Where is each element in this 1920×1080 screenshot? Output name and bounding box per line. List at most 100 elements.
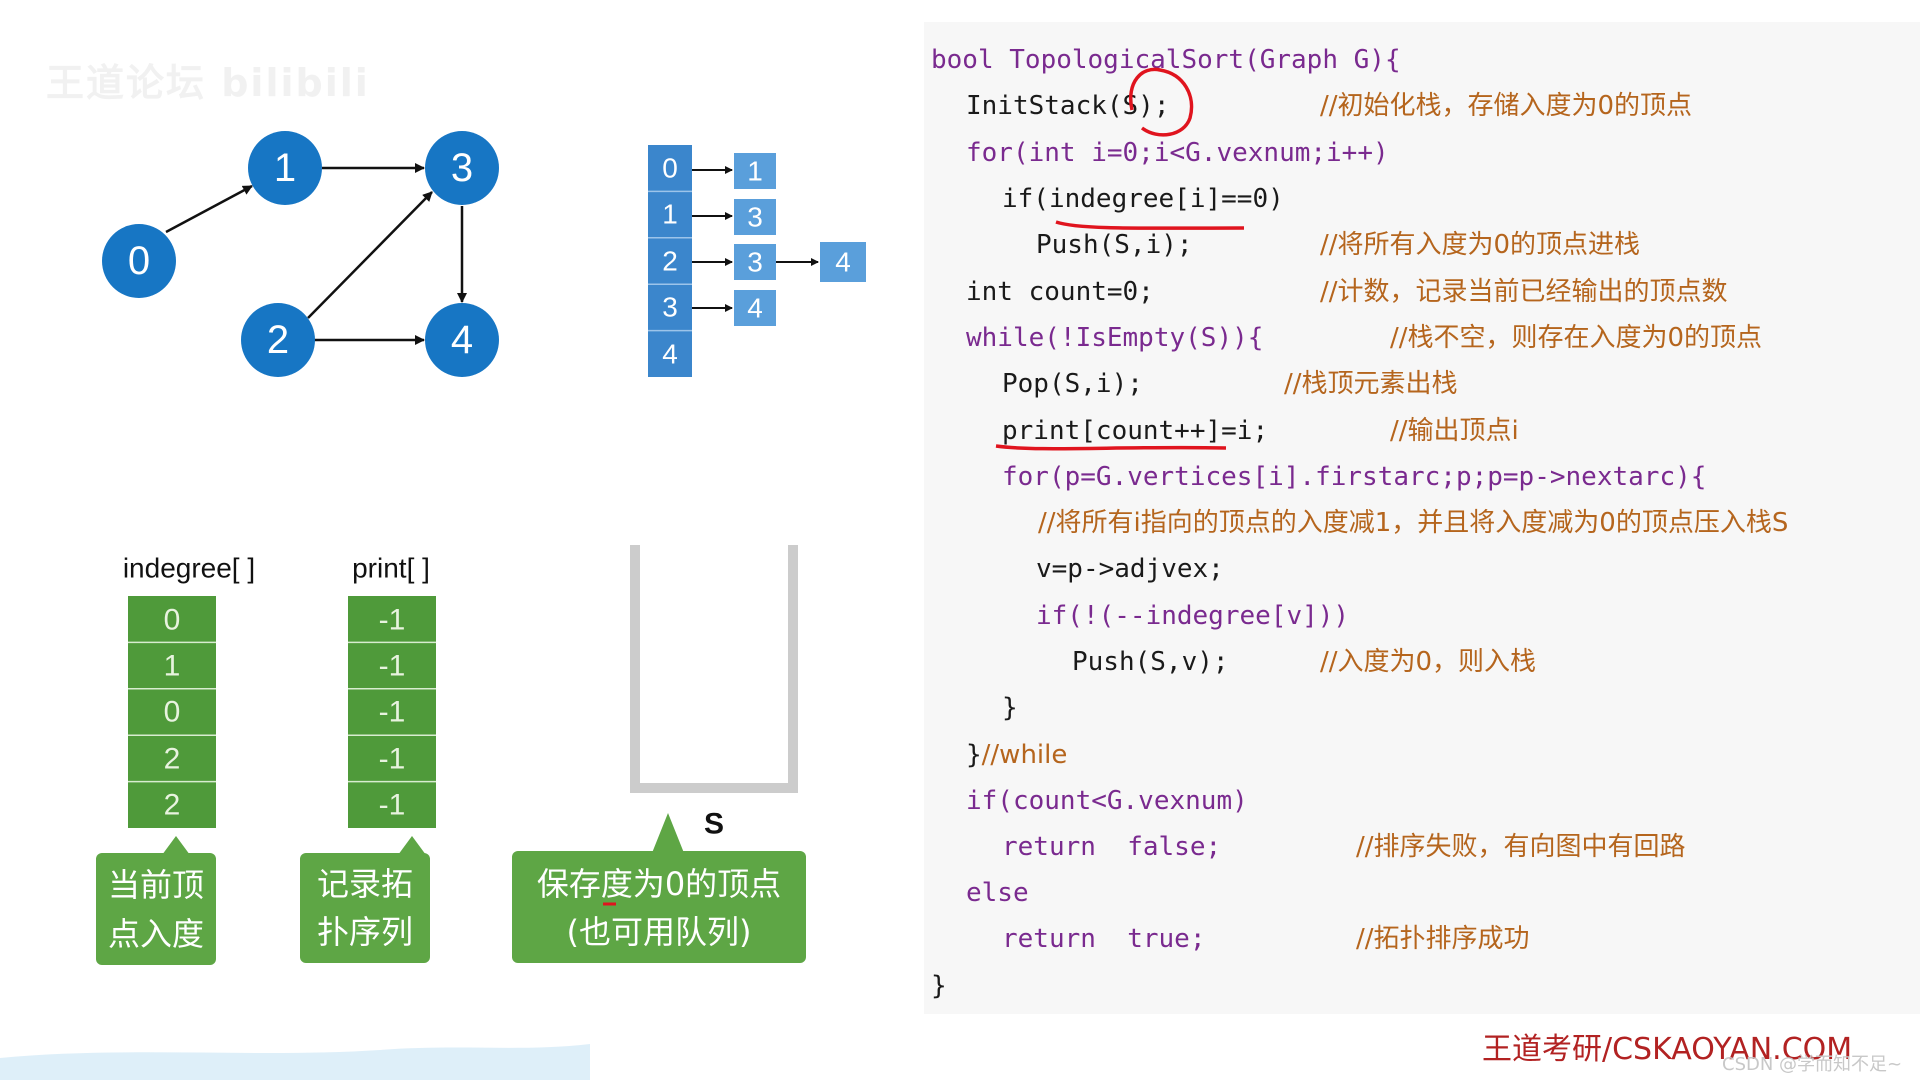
adj-head-2: 2 bbox=[662, 246, 678, 277]
graph-node-1: 1 bbox=[248, 131, 322, 205]
adj-node-0-1 bbox=[734, 153, 776, 189]
print-array: -1 -1 -1 -1 -1 bbox=[348, 596, 436, 828]
code-line-12: v=p->adjvex; bbox=[1036, 553, 1224, 585]
callout-indegree: 当前顶 点入度 bbox=[96, 836, 216, 965]
adj-node-1-3-label: 3 bbox=[747, 202, 763, 233]
adj-node-2-3-label: 3 bbox=[747, 247, 763, 278]
callout-print: 记录拓 扑序列 bbox=[300, 836, 430, 963]
code-line-21-text: } bbox=[931, 971, 947, 1001]
callout-indegree-line1: 当前顶 bbox=[108, 866, 204, 904]
code-line-20-code: return true; bbox=[1002, 924, 1206, 954]
code-line-2: InitStack(S); bbox=[966, 90, 1170, 122]
code-line-3: for(int i=0;i<G.vexnum;i++) bbox=[966, 137, 1389, 169]
adj-node-2-4-label: 4 bbox=[835, 247, 851, 278]
code-line-7: while(!IsEmpty(S)){ bbox=[966, 322, 1263, 354]
code-line-8: Pop(S,i); bbox=[1002, 368, 1143, 400]
adjacency-list: 0 1 2 3 4 1 3 3 4 4 bbox=[648, 145, 866, 377]
watermark-top: 王道论坛 bilibili bbox=[46, 61, 370, 105]
indegree-cell-2: 0 bbox=[164, 696, 181, 729]
code-line-14: Push(S,v); bbox=[1072, 646, 1229, 678]
code-line-17: if(count<G.vexnum) bbox=[966, 785, 1248, 817]
code-line-7-code: while(!IsEmpty(S)){ bbox=[966, 323, 1264, 353]
code-line-2-comment: //初始化栈，存储入度为0的顶点 bbox=[1320, 91, 1693, 121]
adj-node-0-1-label: 1 bbox=[747, 156, 763, 187]
indegree-cell-0: 0 bbox=[164, 604, 181, 637]
adj-node-2-4 bbox=[820, 242, 866, 282]
indegree-cell-4: 2 bbox=[164, 789, 181, 822]
adj-node-3-4 bbox=[734, 290, 776, 326]
indegree-cell-1: 1 bbox=[164, 650, 181, 683]
watermark-csdn: CSDN @学而知不足~ bbox=[1722, 1054, 1903, 1075]
callout-stack: 保存度为0的顶点 (也可用队列) bbox=[512, 813, 806, 963]
code-line-5-code: Push(S,i); bbox=[1036, 230, 1193, 260]
graph-node-3-label: 3 bbox=[451, 146, 473, 190]
code-line-16-comment: //while bbox=[981, 740, 1068, 770]
adj-head-1: 1 bbox=[662, 199, 678, 230]
bottom-smudge bbox=[0, 1044, 590, 1080]
code-line-14-comment: //入度为0，则入栈 bbox=[1320, 647, 1537, 677]
code-line-9-comment: //输出顶点i bbox=[1390, 416, 1519, 446]
code-line-15: } bbox=[1002, 692, 1018, 724]
stack-label: S bbox=[704, 808, 724, 841]
code-line-5: Push(S,i); bbox=[1036, 229, 1193, 261]
code-line-5-comment: //将所有入度为0的顶点进栈 bbox=[1320, 230, 1641, 260]
adj-head-3: 3 bbox=[662, 292, 678, 323]
indegree-array: 0 1 0 2 2 bbox=[128, 596, 216, 828]
code-line-2-code: InitStack(S); bbox=[966, 91, 1170, 121]
stack-container bbox=[630, 545, 798, 793]
code-line-8-code: Pop(S,i); bbox=[1002, 369, 1143, 399]
code-line-18-comment: //排序失败，有向图中有回路 bbox=[1356, 832, 1686, 862]
code-line-11-comment: //将所有i指向的顶点的入度减1，并且将入度减为0的顶点压入栈S bbox=[1038, 508, 1789, 538]
adj-node-2-3 bbox=[734, 244, 776, 280]
code-line-3-text: for(int i=0;i<G.vexnum;i++) bbox=[966, 138, 1389, 168]
code-line-21: } bbox=[931, 970, 947, 1002]
print-title: print[ ] bbox=[352, 553, 430, 584]
code-line-8-comment: //栈顶元素出栈 bbox=[1284, 369, 1458, 399]
code-line-1: bool TopologicalSort(Graph G){ bbox=[931, 44, 1401, 76]
code-line-13-text: if(!(--indegree[v])) bbox=[1036, 601, 1350, 631]
callout-indegree-line2: 点入度 bbox=[108, 915, 204, 953]
code-line-9-code: print[count++]=i; bbox=[1002, 416, 1269, 446]
callout-print-line2: 扑序列 bbox=[317, 913, 413, 951]
graph-node-2-label: 2 bbox=[267, 318, 289, 362]
code-line-4-text: if(indegree[i]==0) bbox=[1002, 184, 1284, 214]
print-cell-3: -1 bbox=[379, 743, 406, 776]
print-cell-1: -1 bbox=[379, 650, 406, 683]
code-line-6-comment: //计数，记录当前已经输出的顶点数 bbox=[1320, 277, 1728, 307]
graph-node-0: 0 bbox=[102, 224, 176, 298]
code-line-19-text: else bbox=[966, 878, 1029, 908]
print-cell-4: -1 bbox=[379, 789, 406, 822]
callout-print-line1: 记录拓 bbox=[317, 865, 413, 903]
edge-2-3 bbox=[307, 191, 433, 319]
print-cell-0: -1 bbox=[379, 604, 406, 637]
code-line-16-code: } bbox=[966, 740, 982, 770]
code-line-4: if(indegree[i]==0) bbox=[1002, 183, 1284, 215]
code-line-15-text: } bbox=[1002, 693, 1018, 723]
code-line-17-text: if(count<G.vexnum) bbox=[966, 786, 1248, 816]
code-line-18-code: return false; bbox=[1002, 832, 1222, 862]
adj-head-4: 4 bbox=[662, 339, 678, 370]
indegree-cell-3: 2 bbox=[164, 743, 181, 776]
code-line-20-comment: //拓扑排序成功 bbox=[1356, 924, 1530, 954]
code-line-13: if(!(--indegree[v])) bbox=[1036, 600, 1349, 632]
code-line-7-comment: //栈不空，则存在入度为0的顶点 bbox=[1390, 323, 1763, 353]
callout-stack-line1: 保存度为0的顶点 bbox=[537, 865, 781, 903]
adj-node-1-3 bbox=[734, 199, 776, 235]
graph-node-0-label: 0 bbox=[128, 239, 150, 283]
graph-edges bbox=[165, 163, 467, 345]
code-line-14-code: Push(S,v); bbox=[1072, 647, 1229, 677]
code-line-16: }//while bbox=[966, 739, 1067, 771]
footer-brand: 王道考研/CSKAOYAN.COM bbox=[1482, 1032, 1853, 1067]
graph-node-4-label: 4 bbox=[451, 318, 473, 362]
code-line-20: return true; bbox=[1002, 923, 1206, 955]
graph-node-3: 3 bbox=[425, 131, 499, 205]
adj-head-0: 0 bbox=[662, 153, 678, 184]
adj-node-3-4-label: 4 bbox=[747, 293, 763, 324]
indegree-title: indegree[ ] bbox=[123, 553, 255, 584]
code-line-6-code: int count=0; bbox=[966, 277, 1154, 307]
code-panel bbox=[924, 22, 1920, 1014]
print-cell-2: -1 bbox=[379, 696, 406, 729]
callout-stack-line2: (也可用队列) bbox=[567, 913, 752, 951]
code-line-1-text: bool TopologicalSort(Graph G){ bbox=[931, 45, 1401, 75]
graph-node-4: 4 bbox=[425, 303, 499, 377]
